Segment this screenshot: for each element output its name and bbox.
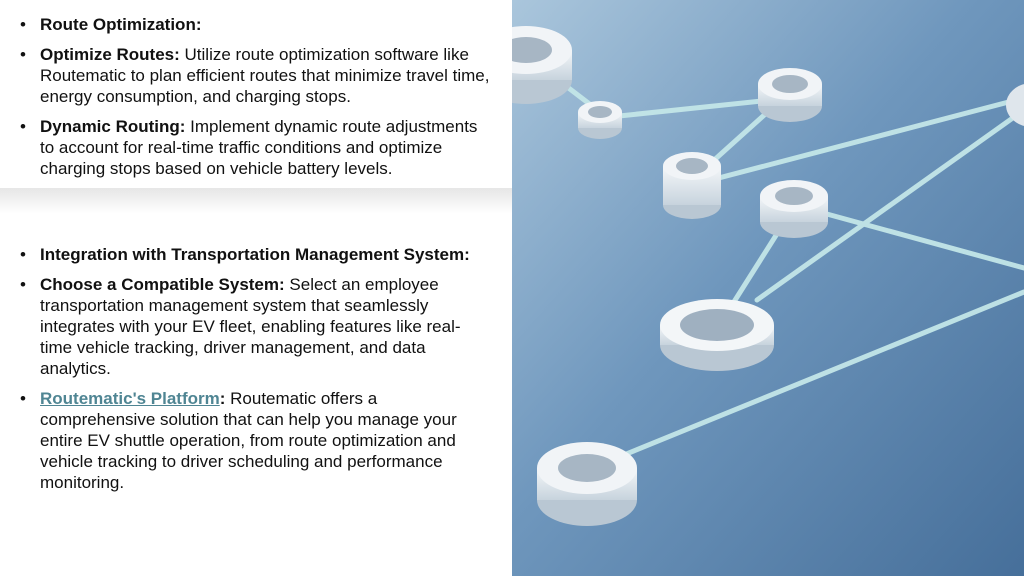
ring-node-upper-mid (758, 68, 822, 122)
bullet-dot: • (20, 117, 26, 136)
divider-shadow (0, 188, 512, 214)
bullet-list-routes: • Route Optimization: • Optimize Routes:… (20, 14, 490, 188)
bullet-text: Select an employee transportation manage… (40, 275, 461, 378)
ring-node-large (660, 299, 774, 371)
bullet-heading: Integration with Transportation Manageme… (40, 245, 470, 264)
ring-node-bottom (537, 442, 637, 526)
bullet-text: Implement dynamic route adjustments to a… (40, 117, 478, 178)
bullet-item: • Routematic's Platform: Routematic offe… (20, 388, 490, 493)
network-illustration (512, 0, 1024, 576)
bullet-item: • Route Optimization: (20, 14, 490, 35)
ring-node-right-edge (1006, 84, 1024, 126)
text-panel: • Route Optimization: • Optimize Routes:… (0, 14, 512, 502)
network-nodes-image (512, 0, 1024, 576)
bullet-item: • Dynamic Routing: Implement dynamic rou… (20, 116, 490, 179)
ring-node-top-left (512, 26, 572, 104)
bullet-heading: Choose a Compatible System: (40, 275, 285, 294)
bullet-item: • Choose a Compatible System: Select an … (20, 274, 490, 379)
ring-node-center (760, 180, 828, 238)
bullet-text: Routematic offers a comprehensive soluti… (40, 389, 457, 492)
bullet-heading: Route Optimization: (40, 15, 202, 34)
bullet-item: • Optimize Routes: Utilize route optimiz… (20, 44, 490, 107)
bullet-dot: • (20, 45, 26, 64)
ring-node-tall (663, 152, 721, 219)
bullet-heading: Optimize Routes: (40, 45, 180, 64)
ring-node-small (578, 101, 622, 139)
bullet-list-integration: • Integration with Transportation Manage… (20, 244, 490, 502)
routematic-platform-link[interactable]: Routematic's Platform (40, 389, 220, 408)
bullet-item: • Integration with Transportation Manage… (20, 244, 490, 265)
bullet-dot: • (20, 15, 26, 34)
bullet-heading: Dynamic Routing: (40, 117, 186, 136)
bullet-text: Utilize route optimization software like… (40, 45, 490, 106)
bullet-dot: • (20, 389, 26, 408)
bullet-dot: • (20, 275, 26, 294)
bullet-dot: • (20, 245, 26, 264)
bullet-colon: : (219, 389, 226, 408)
